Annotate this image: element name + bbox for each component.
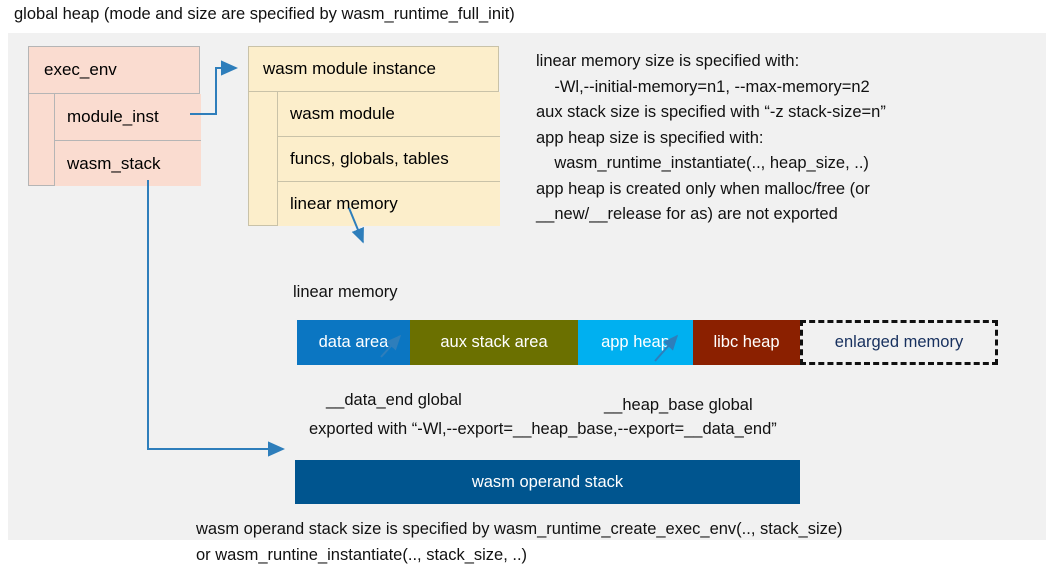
exec-env-box: exec_env module_inst wasm_stack [28,46,201,186]
linear-memory-label: linear memory [293,283,398,301]
memory-segment-aux-stack-area: aux stack area [410,320,578,365]
memory-config-notes: linear memory size is specified with: -W… [536,52,886,223]
module-field-wasm-module: wasm module [277,92,500,137]
annotation-heap-base: __heap_base global [604,396,753,414]
memory-segment-enlarged-memory: enlarged memory [800,320,998,365]
memory-segment-libc-heap: libc heap [693,320,800,365]
exec-env-title: exec_env [29,47,199,94]
module-field-funcs-globals-tables: funcs, globals, tables [277,137,500,182]
annotation-data-end: __data_end global [326,391,462,409]
memory-segment-data-area: data area [297,320,410,365]
diagram-root: global heap (mode and size are specified… [8,5,1046,564]
wasm-module-instance-title: wasm module instance [249,47,498,92]
annotation-exported: exported with “-Wl,--export=__heap_base,… [309,420,777,438]
module-field-linear-memory: linear memory [277,182,500,226]
exec-env-field-wasm-stack: wasm_stack [54,141,201,186]
wasm-module-instance-box: wasm module instance wasm module funcs, … [248,46,500,226]
operand-stack-note: wasm operand stack size is specified by … [196,520,843,564]
diagram-panel: exec_env module_inst wasm_stack wasm mod… [8,33,1046,564]
memory-segment-app-heap: app heap [578,320,693,365]
wasm-operand-stack-box: wasm operand stack [295,460,800,504]
page-title: global heap (mode and size are specified… [14,5,515,23]
exec-env-field-module-inst: module_inst [54,94,201,141]
